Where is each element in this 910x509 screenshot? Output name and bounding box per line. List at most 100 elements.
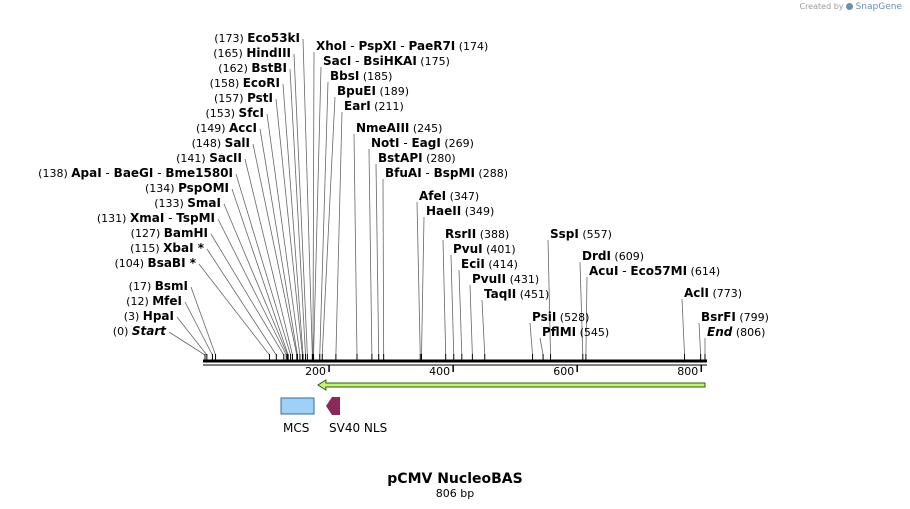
enzyme-name: PspXI — [358, 39, 396, 53]
enzyme-label: BsrFI (799) — [701, 310, 769, 324]
leader-line — [223, 203, 288, 356]
enzyme-site: (148) SalI — [192, 136, 250, 150]
enzyme-site: (158) EcoRI — [210, 76, 280, 90]
leader-line — [458, 269, 463, 356]
site-position: (245) — [409, 122, 442, 135]
ruler-tick-label: 200 — [305, 365, 326, 378]
enzyme-name: HindIII — [246, 46, 291, 60]
enzyme-name: SfcI — [239, 106, 264, 120]
enzyme-name: AfeI — [419, 189, 446, 203]
enzyme-name: HaeII — [426, 204, 461, 218]
enzyme-site: PvuI (401) — [453, 242, 516, 256]
name-separator: - — [164, 211, 176, 225]
enzyme-name: BstAPI — [378, 151, 423, 165]
site-position: (3) — [124, 310, 143, 323]
leader-line — [442, 239, 447, 356]
enzyme-name: NotI — [371, 136, 400, 150]
enzyme-name: BpuEI — [337, 84, 376, 98]
site-position: (288) — [475, 167, 508, 180]
enzyme-label: AcuI - Eco57MI (614) — [589, 264, 720, 278]
leader-line — [184, 301, 213, 356]
leader-line — [312, 51, 315, 356]
enzyme-name: NmeAIII — [356, 121, 409, 135]
enzyme-label: PvuI (401) — [453, 242, 516, 256]
enzyme-label: AfeI (347) — [419, 189, 479, 203]
leader-line — [231, 188, 289, 356]
enzyme-site: PvuII (431) — [472, 272, 539, 286]
enzyme-name: TaqII — [484, 287, 516, 301]
enzyme-label: (134) PspOMI — [145, 181, 229, 195]
enzyme-label: AclI (773) — [684, 286, 742, 300]
name-separator: - — [618, 264, 630, 278]
enzyme-name: EcoRI — [243, 76, 280, 90]
site-position: (0) — [113, 325, 132, 338]
enzyme-label: (104) BsaBI * — [114, 256, 196, 270]
enzyme-site: EciI (414) — [461, 257, 518, 271]
enzyme-name: EagI — [411, 136, 440, 150]
enzyme-site: DrdI (609) — [582, 249, 644, 263]
enzyme-site: (12) MfeI — [126, 294, 182, 308]
enzyme-label: (157) PstI — [214, 91, 273, 105]
enzyme-label: (153) SfcI — [205, 106, 264, 120]
enzyme-site: SacI - BsiHKAI (175) — [323, 54, 450, 68]
name-separator: - — [400, 136, 412, 150]
enzyme-label: EciI (414) — [461, 257, 518, 271]
enzyme-name: PsiI — [532, 310, 556, 324]
site-position: (173) — [214, 32, 247, 45]
leader-line — [529, 322, 533, 356]
enzyme-site: BfuAI - BspMI (288) — [385, 166, 508, 180]
enzyme-label: PflMI (545) — [542, 325, 609, 339]
enzyme-site: BstAPI (280) — [378, 151, 456, 165]
enzyme-site: (17) BsmI — [129, 279, 188, 293]
enzyme-label: HaeII (349) — [426, 204, 494, 218]
enzyme-site: (162) BstBI — [218, 61, 287, 75]
enzyme-name: PspOMI — [178, 181, 229, 195]
leader-line — [282, 83, 304, 356]
ruler-tick-label: 800 — [677, 365, 698, 378]
enzyme-site: (157) PstI — [214, 91, 273, 105]
map-length: 806 bp — [436, 487, 474, 500]
enzyme-label: (141) SacII — [176, 151, 242, 165]
enzyme-name: AcuI — [589, 264, 618, 278]
enzyme-site: AfeI (347) — [419, 189, 479, 203]
enzyme-name: BsiHKAI — [363, 54, 417, 68]
site-position: (158) — [210, 77, 243, 90]
leader-line — [421, 216, 425, 356]
site-position: (138) — [38, 167, 71, 180]
leader-line — [210, 233, 285, 356]
mcs-feature-label: MCS — [283, 421, 309, 435]
leader-line — [319, 81, 329, 356]
enzyme-site: (115) XbaI * — [130, 241, 205, 255]
name-separator: - — [347, 39, 359, 53]
leader-line — [321, 96, 336, 356]
leader-line — [259, 128, 298, 356]
leader-line — [190, 286, 216, 356]
leader-line — [481, 299, 486, 356]
enzyme-label: DrdI (609) — [582, 249, 644, 263]
site-position: (609) — [611, 250, 644, 263]
enzyme-name: SmaI — [187, 196, 221, 210]
site-position: (141) — [176, 152, 209, 165]
site-position: (133) — [154, 197, 187, 210]
enzyme-name: Eco53kI — [247, 31, 300, 45]
site-position: (414) — [485, 258, 518, 271]
leader-line — [579, 261, 584, 356]
enzyme-site: (133) SmaI — [154, 196, 221, 210]
leader-line — [681, 298, 685, 356]
enzyme-label: RsrII (388) — [445, 227, 509, 241]
enzyme-site: HaeII (349) — [426, 204, 494, 218]
enzyme-name: XmaI — [130, 211, 164, 225]
site-position: (347) — [446, 190, 479, 203]
enzyme-name: AccI — [229, 121, 257, 135]
site-position: (280) — [423, 152, 456, 165]
enzyme-site: RsrII (388) — [445, 227, 509, 241]
enzyme-site: PsiI (528) — [532, 310, 589, 324]
enzyme-label: BbsI (185) — [330, 69, 392, 83]
enzyme-name: MfeI — [152, 294, 182, 308]
enzyme-site: (3) HpaI — [124, 309, 174, 323]
enzyme-name: EciI — [461, 257, 485, 271]
enzyme-label: EarI (211) — [344, 99, 404, 113]
enzyme-label: (3) HpaI — [124, 309, 174, 323]
credit-brand: SnapGene — [855, 2, 902, 12]
